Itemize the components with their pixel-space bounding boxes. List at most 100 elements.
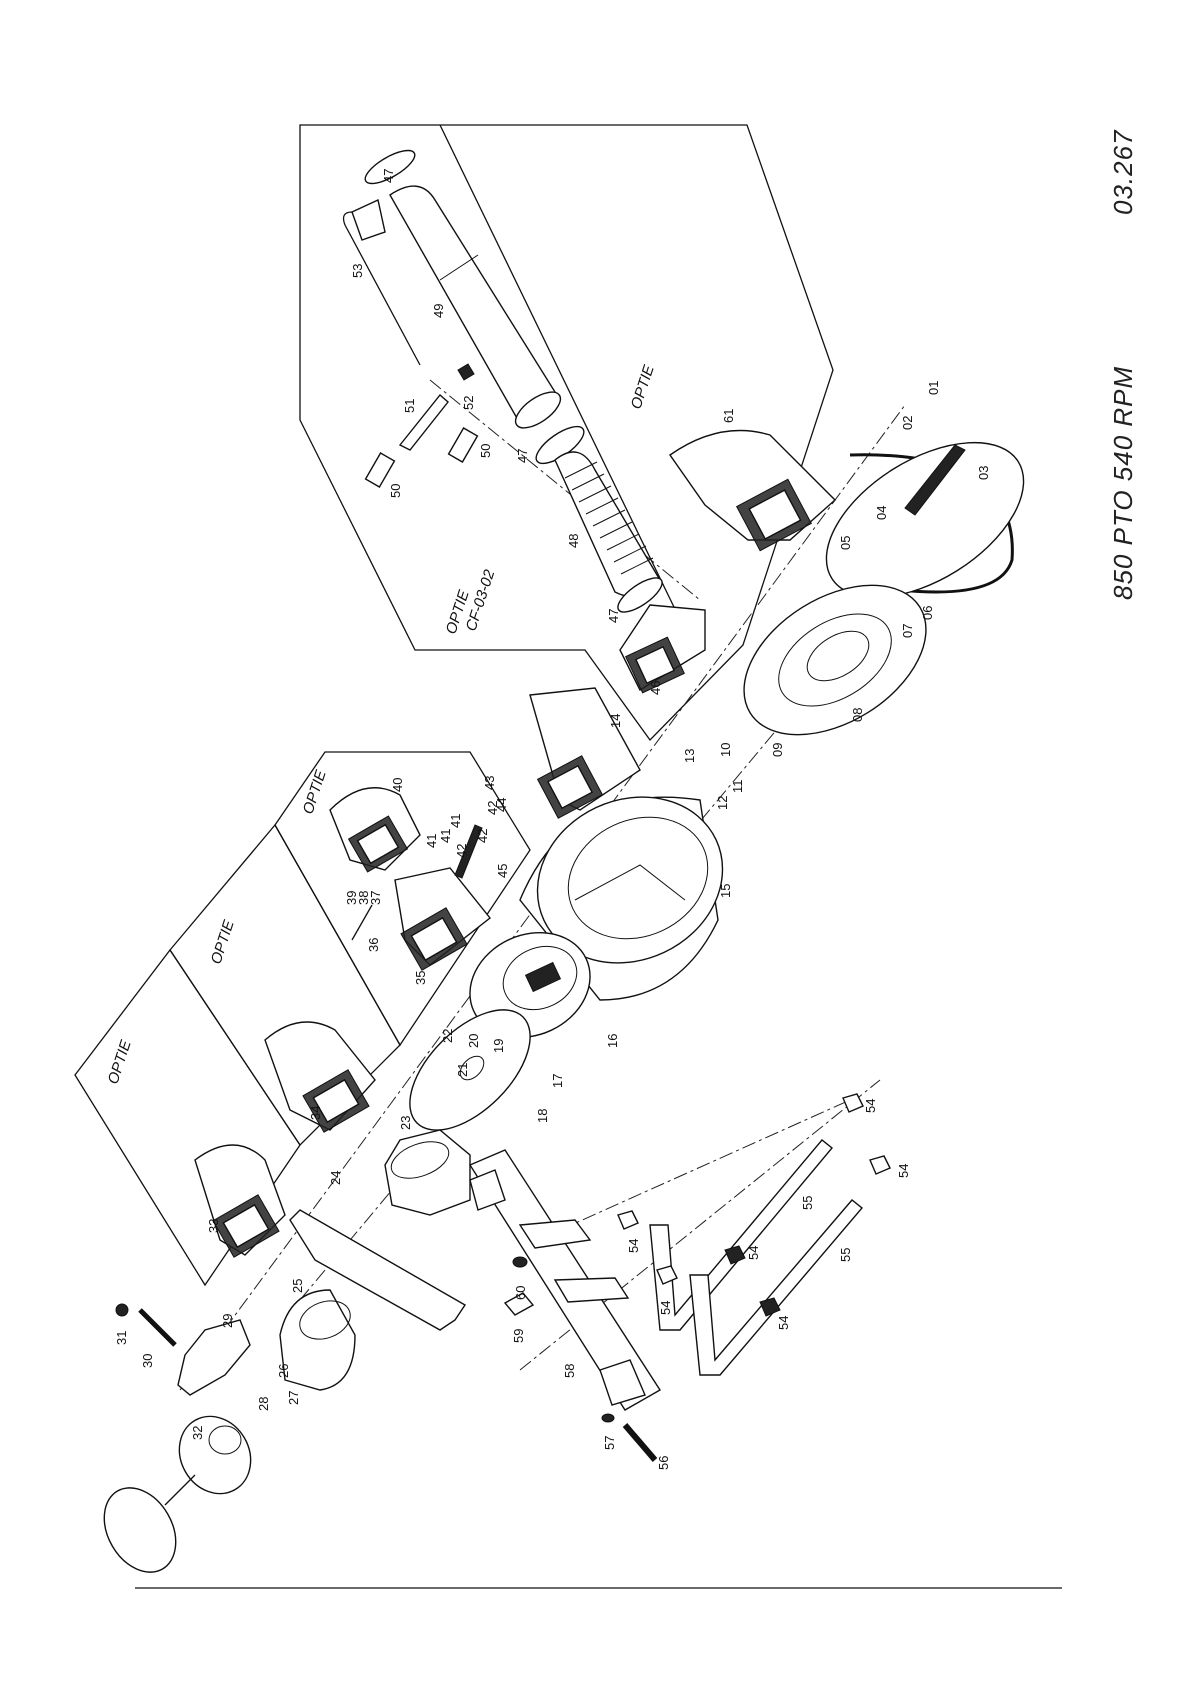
part-rod-plate xyxy=(352,200,385,240)
part-bellows xyxy=(555,452,660,596)
label-26: 26 xyxy=(276,1364,291,1378)
part-pin-56 xyxy=(625,1425,655,1460)
label-54c: 54 xyxy=(626,1239,641,1253)
label-25: 25 xyxy=(290,1279,305,1293)
label-61: 61 xyxy=(721,409,736,423)
label-24: 24 xyxy=(328,1171,343,1185)
axis-cf xyxy=(430,380,700,600)
label-54d: 54 xyxy=(746,1246,761,1260)
label-41a: 41 xyxy=(424,834,439,848)
label-52: 52 xyxy=(461,396,476,410)
part-pto-shaft-32 xyxy=(90,1403,265,1585)
label-54a: 54 xyxy=(863,1099,878,1113)
label-40: 40 xyxy=(390,778,405,792)
label-18: 18 xyxy=(535,1109,550,1123)
label-36: 36 xyxy=(366,938,381,952)
label-21: 21 xyxy=(455,1063,470,1077)
part-hood-40 xyxy=(330,788,420,872)
label-22: 22 xyxy=(440,1029,455,1043)
label-29: 29 xyxy=(220,1314,235,1328)
label-31: 31 xyxy=(114,1331,129,1345)
label-48: 48 xyxy=(566,534,581,548)
part-rod xyxy=(344,212,420,365)
label-43: 43 xyxy=(482,776,497,790)
label-15: 15 xyxy=(718,884,733,898)
part-leg-55a xyxy=(650,1140,832,1330)
part-tube xyxy=(390,186,560,422)
label-05: 05 xyxy=(838,536,853,550)
option-label-left: OPTIE xyxy=(105,1037,135,1086)
label-42a: 42 xyxy=(454,844,469,858)
label-44: 44 xyxy=(494,798,509,812)
label-54e: 54 xyxy=(658,1301,673,1315)
label-03: 03 xyxy=(976,466,991,480)
part-pin-36 xyxy=(352,905,372,940)
label-33: 33 xyxy=(206,1219,221,1233)
part-pin-50a xyxy=(366,453,395,487)
label-23: 23 xyxy=(398,1116,413,1130)
label-06: 06 xyxy=(920,606,935,620)
label-16: 16 xyxy=(605,1034,620,1048)
label-34: 34 xyxy=(308,1106,323,1120)
label-54f: 54 xyxy=(776,1316,791,1330)
label-32: 32 xyxy=(190,1426,205,1440)
label-07: 07 xyxy=(900,624,915,638)
part-bracket-29 xyxy=(178,1320,250,1395)
label-41c: 41 xyxy=(448,814,463,828)
label-47c: 47 xyxy=(606,609,621,623)
part-pin-50b xyxy=(449,428,478,462)
label-10: 10 xyxy=(718,743,733,757)
label-02: 02 xyxy=(900,416,915,430)
label-55b: 55 xyxy=(838,1248,853,1262)
part-hood-33 xyxy=(195,1145,285,1257)
label-42b: 42 xyxy=(475,829,490,843)
label-46: 46 xyxy=(648,681,663,695)
label-12: 12 xyxy=(715,796,730,810)
label-51: 51 xyxy=(402,399,417,413)
label-14: 14 xyxy=(608,714,623,728)
label-53: 53 xyxy=(350,264,365,278)
part-clip-52 xyxy=(458,364,474,380)
part-cap-54b xyxy=(870,1156,890,1174)
label-59: 59 xyxy=(511,1329,526,1343)
label-11: 11 xyxy=(730,780,745,794)
label-28: 28 xyxy=(256,1397,271,1411)
part-washer-57 xyxy=(602,1414,614,1422)
label-19: 19 xyxy=(491,1039,506,1053)
label-50b: 50 xyxy=(478,444,493,458)
label-47a: 47 xyxy=(381,169,396,183)
label-27: 27 xyxy=(286,1391,301,1405)
label-04: 04 xyxy=(874,506,889,520)
option-label-right: OPTIE xyxy=(300,767,330,816)
label-20: 20 xyxy=(466,1034,481,1048)
part-shaft-30 xyxy=(140,1310,175,1345)
label-17: 17 xyxy=(550,1074,565,1088)
part-adapter xyxy=(620,605,705,693)
label-55a: 55 xyxy=(800,1196,815,1210)
label-49: 49 xyxy=(431,304,446,318)
part-hood-35 xyxy=(395,868,490,970)
label-08: 08 xyxy=(850,708,865,722)
part-cap-54c xyxy=(618,1211,638,1229)
part-drum-25 xyxy=(280,1290,356,1390)
label-01: 01 xyxy=(926,381,941,395)
label-58: 58 xyxy=(562,1364,577,1378)
label-54b: 54 xyxy=(896,1164,911,1178)
label-50a: 50 xyxy=(388,484,403,498)
label-47b: 47 xyxy=(515,449,530,463)
label-09: 09 xyxy=(770,743,785,757)
drawing-number: 03.267 xyxy=(1108,129,1138,215)
option-label-upper: OPTIE xyxy=(628,362,658,411)
part-spout-61 xyxy=(670,431,835,551)
label-60: 60 xyxy=(513,1286,528,1300)
drawing-title: 850 PTO 540 RPM xyxy=(1108,366,1138,600)
label-45: 45 xyxy=(495,864,510,878)
label-39: 39 xyxy=(344,891,359,905)
label-35: 35 xyxy=(413,971,428,985)
label-56: 56 xyxy=(656,1456,671,1470)
part-washer-60 xyxy=(513,1257,527,1267)
label-30: 30 xyxy=(140,1354,155,1368)
part-hub-23 xyxy=(385,1130,470,1215)
label-41b: 41 xyxy=(438,829,453,843)
